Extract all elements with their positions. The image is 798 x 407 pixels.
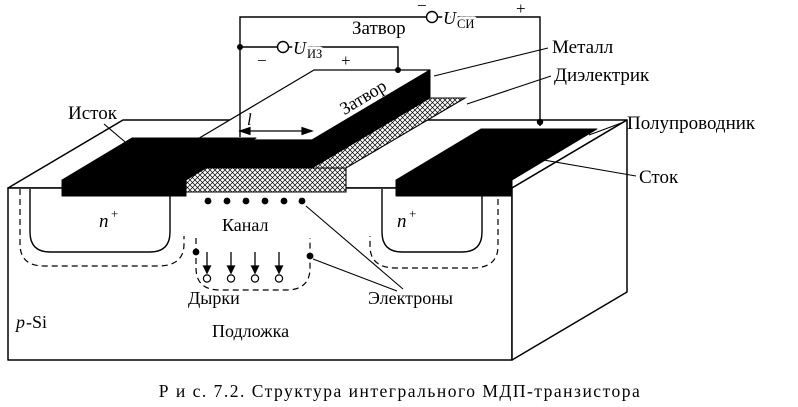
n-plus-well-left <box>29 189 171 253</box>
label-leader-lines <box>103 47 637 177</box>
channel-length-label: l <box>247 110 252 129</box>
source-electrode <box>61 137 257 197</box>
n-plus-left-base: n <box>99 211 109 232</box>
dielectric-leader <box>466 75 552 105</box>
depletion-left <box>19 189 185 267</box>
drain-label: Сток <box>639 167 679 188</box>
substrate-label: Подложка <box>212 321 289 341</box>
figure-caption: Р и с. 7.2. Структура интегрального МДП-… <box>159 381 642 401</box>
u-si-minus: − <box>417 0 427 15</box>
drain-electrode <box>395 128 598 197</box>
u-si-plus: + <box>516 0 526 18</box>
dielectric-label: Диэлектрик <box>554 65 650 86</box>
n-plus-right-sup: + <box>409 206 416 221</box>
u-si-subscript: СИ <box>457 17 474 31</box>
gate-top-face <box>195 69 431 141</box>
depletion-right <box>369 189 499 269</box>
u-si-symbol: U <box>443 8 457 28</box>
u-iz-terminal <box>276 40 290 54</box>
channel-length-dimension <box>238 126 314 136</box>
holes-label: Дырки <box>188 288 240 308</box>
metal-leader <box>433 47 549 77</box>
u-si-terminal <box>425 10 439 24</box>
circuit-wires <box>239 16 541 137</box>
n-plus-right-base: n <box>397 211 407 232</box>
gate-electrode <box>195 69 431 169</box>
gate-wire-label: Затвор <box>352 18 406 39</box>
drain-wire <box>438 16 541 126</box>
u-iz-plus: + <box>341 51 351 70</box>
metal-label: Металл <box>552 37 614 58</box>
channel-electron-dots <box>192 197 314 260</box>
electron-dot-left <box>192 248 200 256</box>
holes-arrows <box>202 252 284 275</box>
semiconductor-label: Полупроводник <box>627 113 756 134</box>
p-si-rest: -Si <box>26 312 47 332</box>
electron-dot-right <box>306 252 314 260</box>
source-label: Исток <box>68 103 118 124</box>
semiconductor-leader <box>588 121 625 136</box>
box-right-face <box>511 119 628 361</box>
voltage-source-terminals <box>276 10 439 54</box>
p-si-italic: p <box>14 312 25 332</box>
n-plus-well-right <box>381 189 483 253</box>
source-leader <box>103 123 159 171</box>
electrons-leader-lines <box>305 205 404 292</box>
channel-label: Канал <box>222 215 269 235</box>
hole-circles <box>202 274 284 283</box>
gate-wire <box>288 46 399 70</box>
u-iz-symbol: U <box>293 38 307 58</box>
u-iz-subscript: ИЗ <box>307 47 322 61</box>
electrons-label: Электроны <box>368 288 453 308</box>
connection-dots <box>237 44 544 126</box>
depletion-middle <box>195 238 311 291</box>
u-iz-minus: − <box>257 51 267 70</box>
n-plus-well-boundaries <box>29 189 483 253</box>
drain-leader <box>485 149 637 177</box>
n-plus-left-sup: + <box>111 206 118 221</box>
source-wire <box>239 16 426 137</box>
depletion-boundaries <box>19 189 499 291</box>
